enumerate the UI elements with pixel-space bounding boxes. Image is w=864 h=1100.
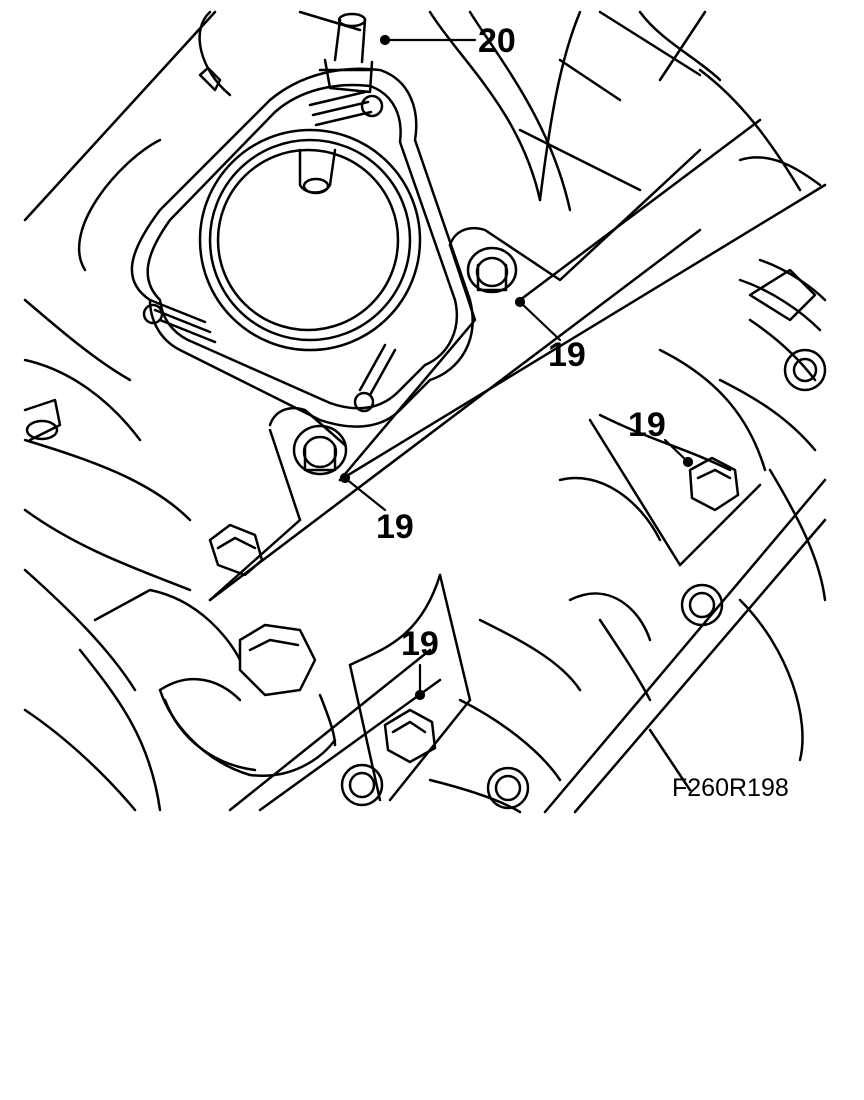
leader-19a xyxy=(518,300,562,342)
callout-19-right: 19 xyxy=(628,406,666,444)
support-bracket xyxy=(208,118,827,802)
callout-20: 20 xyxy=(478,22,516,60)
bracket-bolt-middle xyxy=(292,424,348,476)
callout-19-middle: 19 xyxy=(376,508,414,546)
round-boss-right xyxy=(748,268,827,392)
callout-19-upper: 19 xyxy=(548,336,586,374)
bracket-nut-right xyxy=(688,456,740,512)
exhaust-stud xyxy=(318,12,374,94)
bracket-nut-lower xyxy=(383,708,437,764)
lower-bolt-left xyxy=(340,763,384,807)
leader-19b-dot xyxy=(339,472,351,484)
callout-19-lower: 19 xyxy=(401,625,439,663)
leader-19c-dot xyxy=(682,456,694,468)
leader-20-dot xyxy=(379,34,391,46)
lower-bolt-middle xyxy=(486,766,530,810)
lower-bolt-right xyxy=(680,583,724,627)
flange-plate xyxy=(130,67,474,428)
leader-19a-dot xyxy=(514,296,526,308)
leader-19b xyxy=(343,476,387,512)
flange-slot-top xyxy=(308,90,384,127)
small-bolt-top-left xyxy=(23,66,222,442)
bracket-bolt-upper xyxy=(466,246,518,294)
engine-background-lines xyxy=(23,10,827,814)
leader-19d-dot xyxy=(414,689,426,701)
large-hex-bolt xyxy=(93,588,337,778)
leader-19c xyxy=(663,438,690,464)
callout-leader-lines xyxy=(339,34,694,701)
flange-slot-bottom xyxy=(353,343,397,413)
flange-slot-left xyxy=(142,298,217,344)
figure-reference: F260R198 xyxy=(672,774,789,802)
small-bolt-left xyxy=(208,523,264,577)
